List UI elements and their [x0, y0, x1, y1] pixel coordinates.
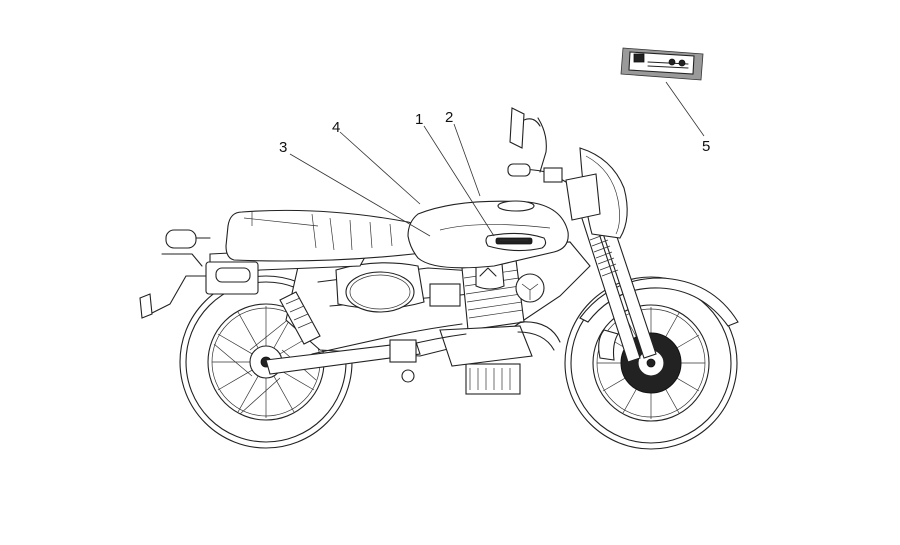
headlight-bracket [565, 173, 601, 221]
engine [429, 259, 545, 395]
callouts: 1 2 3 4 5 [279, 109, 710, 156]
tank-badge [485, 232, 547, 252]
handlebar [507, 107, 567, 183]
rear-indicator [165, 229, 211, 249]
rear-shock [279, 291, 321, 345]
leader-2 [453, 123, 481, 197]
side-cover [335, 262, 425, 313]
fuel-tank [407, 200, 569, 269]
callout-1: 1 [415, 111, 423, 128]
callout-2: 2 [445, 109, 453, 126]
leader-3 [289, 153, 431, 237]
callout-5: 5 [702, 138, 710, 155]
leader-5 [665, 81, 705, 137]
seat [225, 209, 433, 262]
callout-4: 4 [332, 119, 340, 136]
leader-4 [339, 131, 421, 205]
leader-lines [289, 81, 705, 237]
swingarm [265, 341, 421, 375]
mirror [509, 107, 525, 149]
leader-1 [423, 125, 495, 237]
decal-kit-sheet [620, 47, 704, 81]
callout-3: 3 [279, 139, 287, 156]
license-plate-holder [139, 253, 207, 319]
tail-light [205, 261, 259, 295]
